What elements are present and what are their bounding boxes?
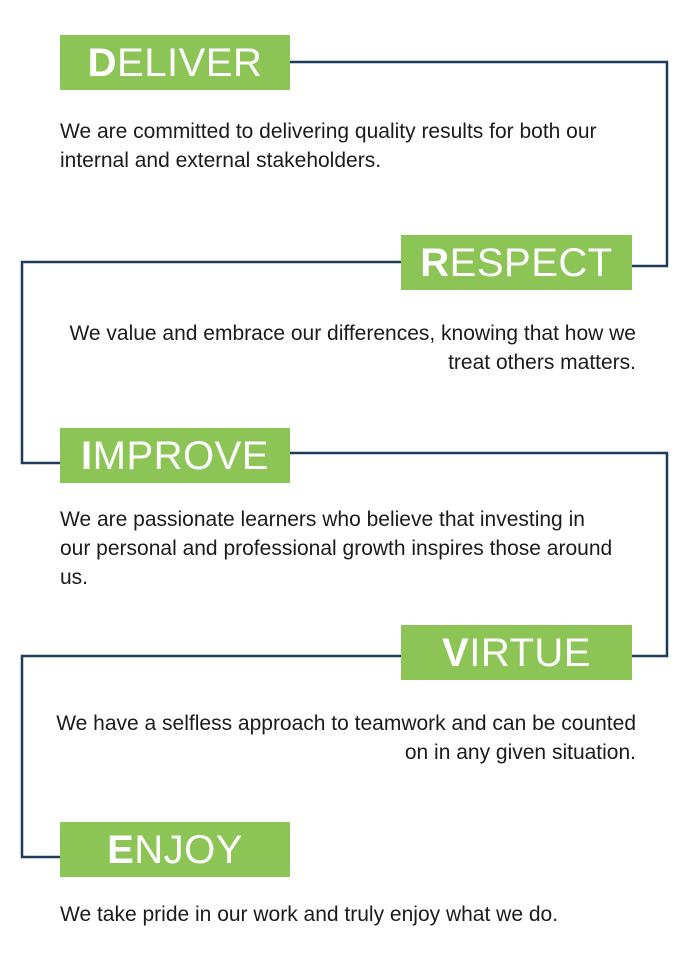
value-description-deliver: We are committed to delivering quality r… bbox=[60, 120, 597, 172]
value-description-improve: We are passionate learners who believe t… bbox=[60, 508, 613, 589]
value-initial: R bbox=[420, 241, 450, 285]
value-label-rest: NJOY bbox=[134, 828, 243, 872]
value-label-rest: ELIVER bbox=[117, 41, 263, 85]
connector-virtue-enjoy bbox=[20, 654, 401, 859]
value-description-respect: We value and embrace our differences, kn… bbox=[69, 322, 636, 374]
value-description-enjoy: We take pride in our work and truly enjo… bbox=[60, 903, 559, 926]
value-description-virtue: We have a selfless approach to teamwork … bbox=[56, 712, 636, 764]
value-initial: D bbox=[87, 41, 118, 85]
value-initial: I bbox=[81, 434, 93, 478]
value-tag-enjoy: ENJOY bbox=[60, 822, 290, 877]
value-tag-virtue: VIRTUE bbox=[401, 625, 632, 680]
value-label-rest: IRTUE bbox=[469, 631, 591, 675]
value-initial: V bbox=[442, 631, 470, 675]
value-tag-deliver: DELIVER bbox=[60, 35, 290, 90]
value-initial: E bbox=[107, 828, 135, 872]
connector-respect-improve bbox=[20, 260, 401, 465]
connector-deliver-respect bbox=[290, 60, 669, 268]
value-tag-improve: IMPROVE bbox=[60, 428, 290, 483]
value-label-rest: MPROVE bbox=[92, 434, 269, 478]
value-label-rest: ESPECT bbox=[449, 241, 613, 285]
value-tag-respect: RESPECT bbox=[401, 235, 632, 290]
connector-improve-virtue bbox=[290, 451, 669, 658]
